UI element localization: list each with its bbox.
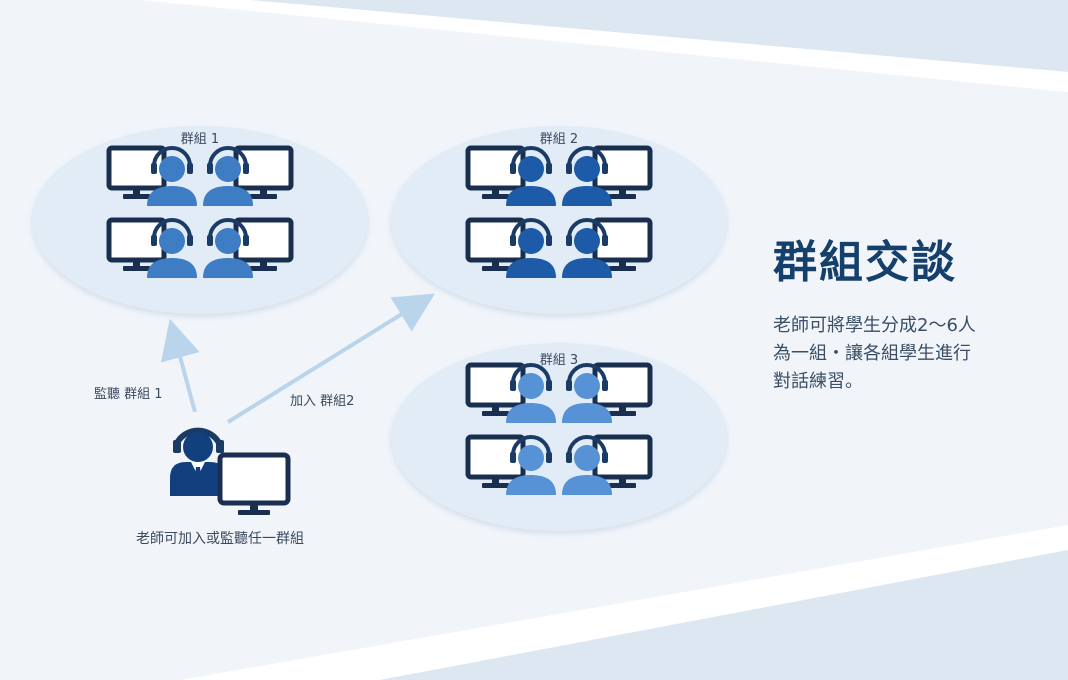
group-1-label: 群組 1 (180, 132, 220, 147)
student-station (106, 217, 197, 278)
student-headset-icon (562, 435, 612, 495)
teacher-caption: 老師可加入或監聽任一群組 (136, 531, 304, 547)
bottom-stripe (380, 550, 1068, 680)
student-headset-icon (203, 146, 253, 206)
group-1-students (106, 145, 294, 278)
group-3-students (465, 362, 653, 495)
student-headset-icon (506, 146, 556, 206)
student-station (562, 362, 653, 423)
join-arrow-label: 加入 群組2 (290, 394, 355, 409)
student-station (562, 434, 653, 495)
student-station (562, 217, 653, 278)
group-2-ellipse (391, 126, 727, 314)
student-station (203, 145, 294, 206)
student-headset-icon (506, 218, 556, 278)
student-station (106, 145, 197, 206)
teacher-figure (170, 427, 226, 496)
student-station (465, 434, 556, 495)
student-station (465, 362, 556, 423)
group-3-label: 群組 3 (539, 353, 579, 368)
bottom-white-band (180, 525, 1068, 680)
student-headset-icon (147, 146, 197, 206)
description-line: 對話練習。 (773, 371, 863, 392)
student-headset-icon (506, 435, 556, 495)
student-station (562, 145, 653, 206)
student-headset-icon (562, 363, 612, 423)
student-headset-icon (562, 146, 612, 206)
student-headset-icon (562, 218, 612, 278)
student-headset-icon (147, 218, 197, 278)
top-white-band (140, 0, 1068, 92)
monitor-arrow (160, 318, 200, 413)
group-3-ellipse (391, 343, 727, 531)
monitor-arrow-label: 監聽 群組 1 (94, 387, 163, 402)
student-station (465, 217, 556, 278)
student-station (203, 217, 294, 278)
page-title: 群組交談 (773, 237, 957, 288)
description: 老師可將學生分成2～6人 為一組・讓各組學生進行 對話練習。 (773, 312, 1013, 396)
description-line: 老師可將學生分成2～6人 (773, 315, 976, 336)
group-1-ellipse (32, 126, 368, 314)
description-line: 為一組・讓各組學生進行 (773, 343, 971, 364)
student-headset-icon (203, 218, 253, 278)
student-station (465, 145, 556, 206)
group-2-students (465, 145, 653, 278)
teacher-monitor-icon (217, 452, 291, 515)
student-headset-icon (506, 363, 556, 423)
group-2-label: 群組 2 (539, 132, 579, 147)
join-arrow (226, 293, 435, 424)
